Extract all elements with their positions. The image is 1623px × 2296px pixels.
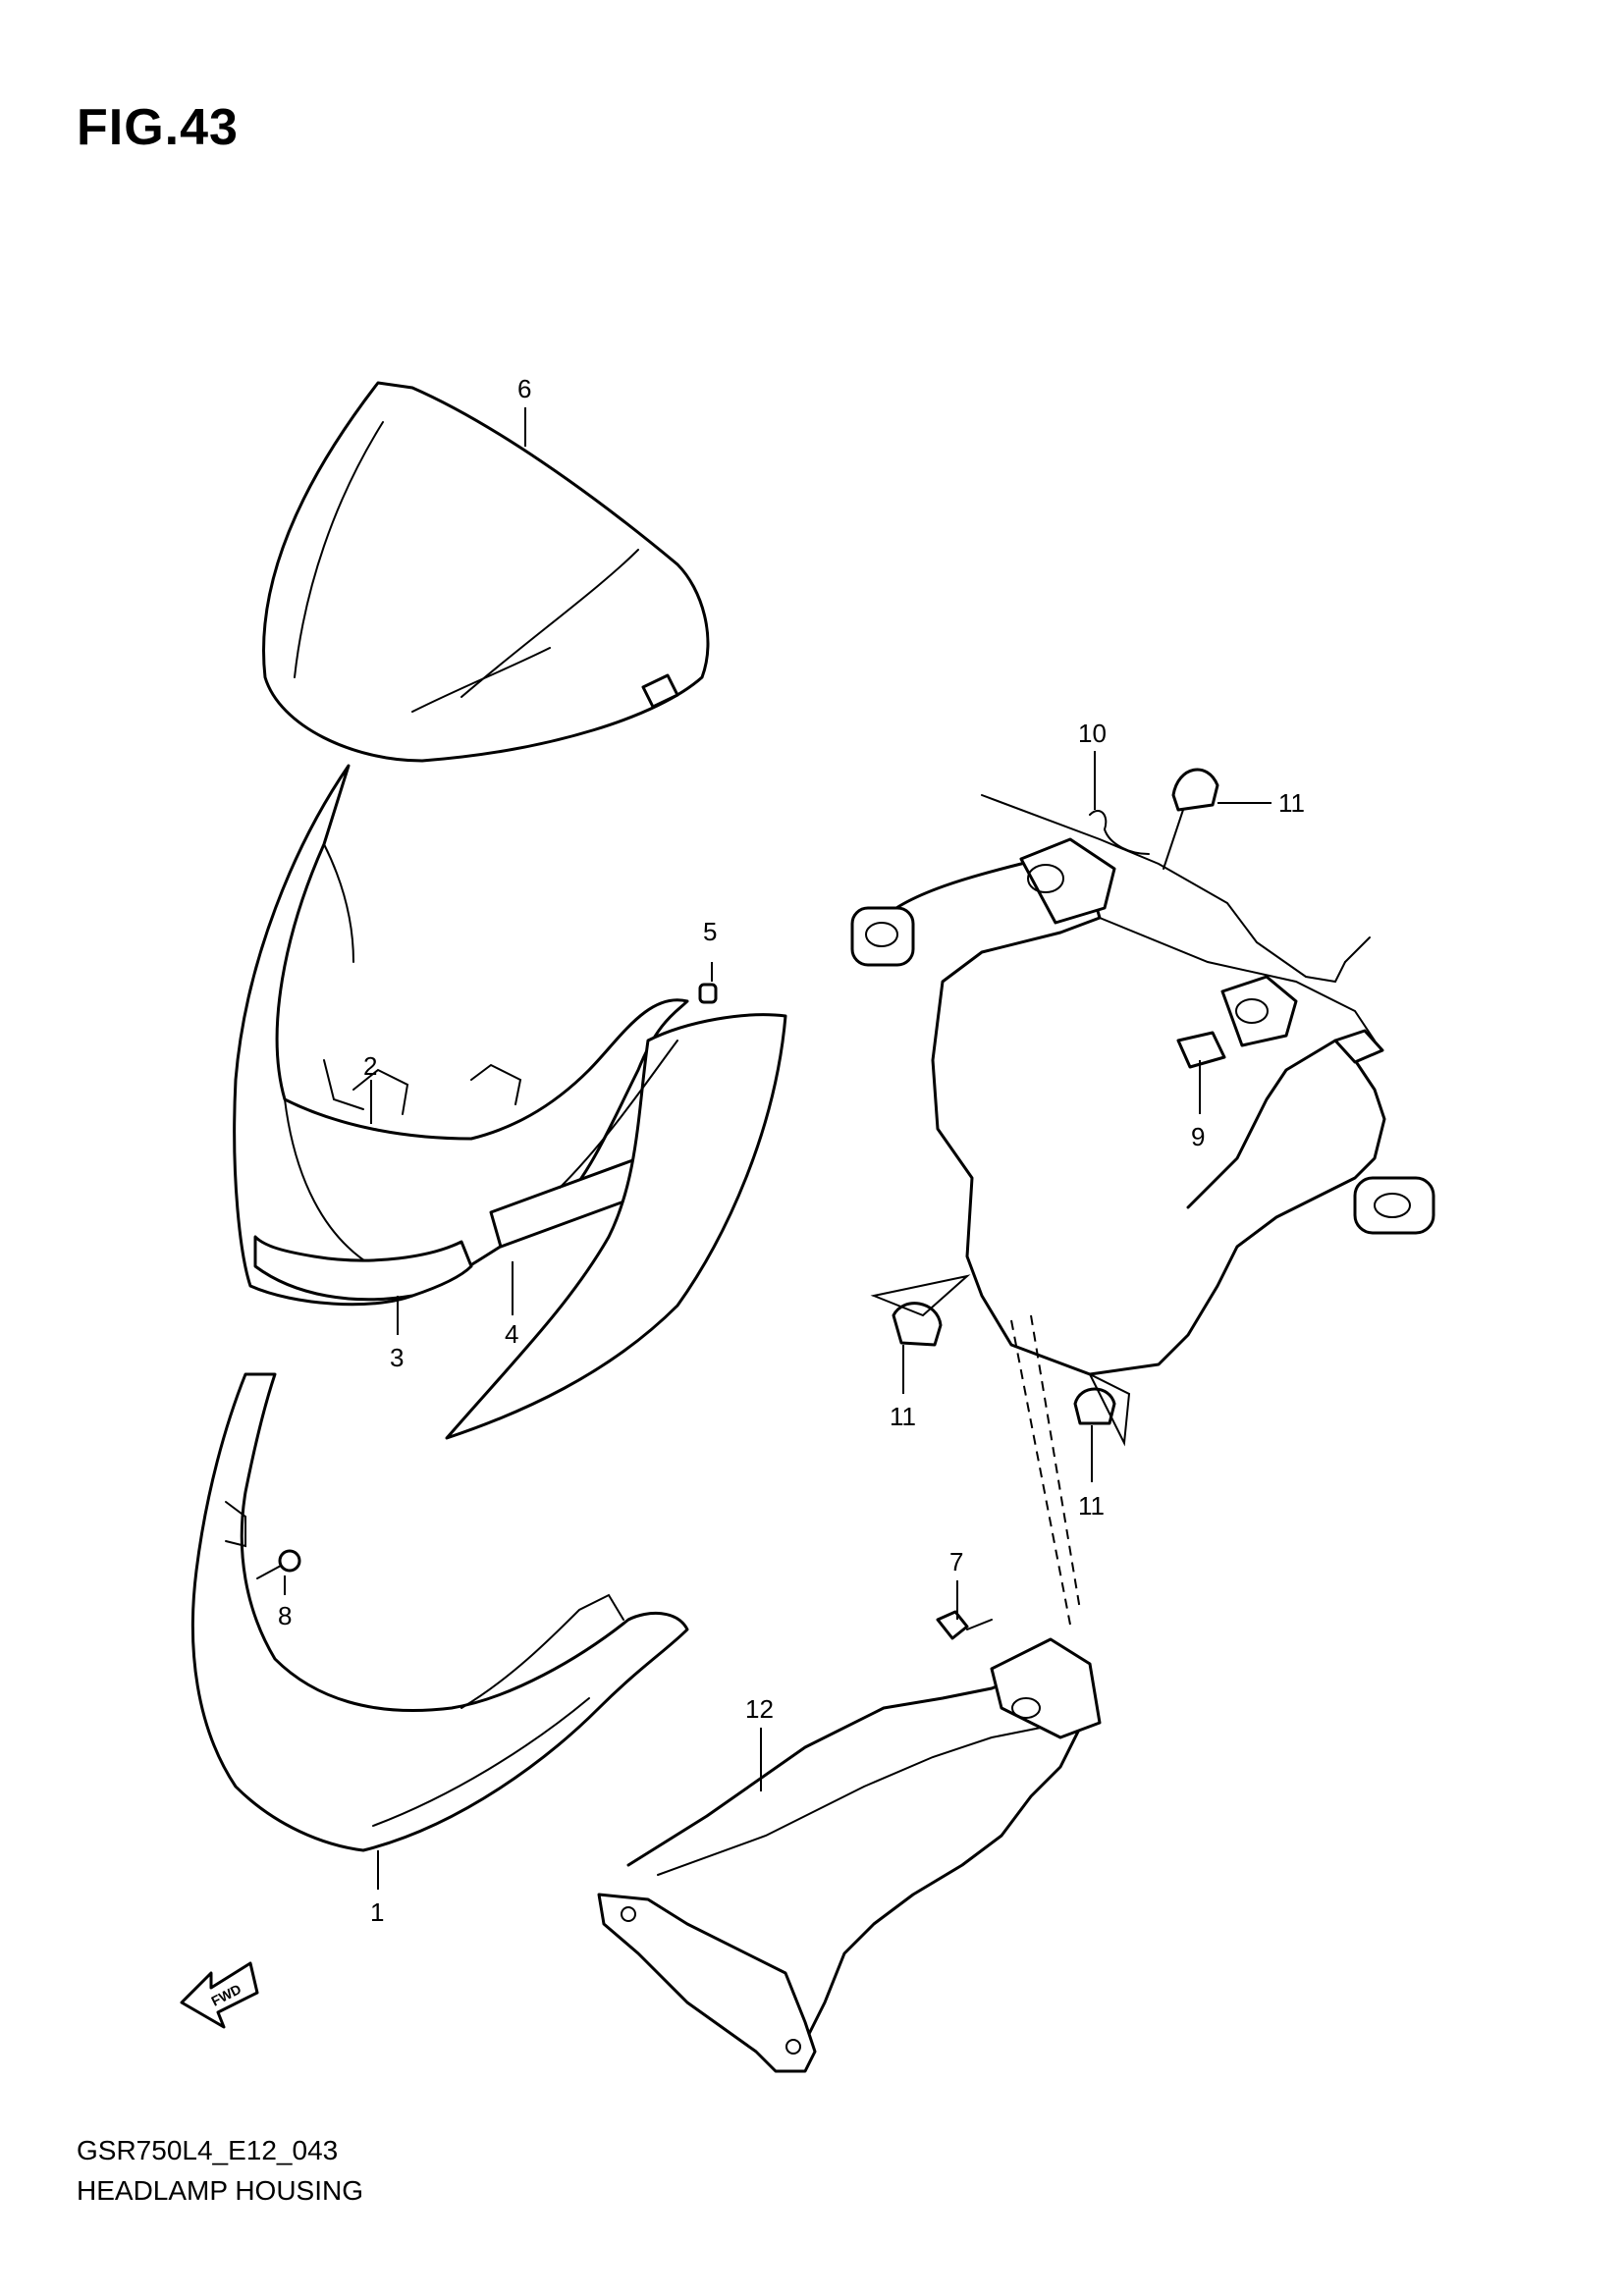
callout-11-top: 11 — [1278, 788, 1305, 818]
callout-12: 12 — [745, 1694, 774, 1724]
model-code: GSR750L4_E12_043 — [77, 2135, 339, 2165]
callout-10: 10 — [1078, 719, 1107, 748]
part-12-lower-bracket[interactable] — [597, 1637, 1102, 2073]
part-5-pin[interactable] — [698, 983, 718, 1004]
part-8-screw[interactable] — [256, 1549, 301, 1579]
callout-11-right: 11 — [1078, 1491, 1105, 1521]
part-7-bolt[interactable] — [936, 1610, 993, 1640]
callout-6: 6 — [517, 374, 531, 403]
part-9-grommet[interactable] — [1176, 1031, 1226, 1069]
part-11-clip-right[interactable] — [1073, 1371, 1131, 1447]
callout-3: 3 — [390, 1343, 404, 1372]
callout-11-left: 11 — [890, 1402, 916, 1431]
figure-title: FIG.43 — [77, 99, 239, 156]
callout-2: 2 — [363, 1051, 377, 1081]
callout-4: 4 — [505, 1319, 518, 1349]
part-6-windscreen[interactable] — [261, 381, 710, 763]
part-3-trim-strip[interactable] — [253, 1235, 473, 1302]
callout-7: 7 — [949, 1547, 963, 1576]
part-11-clip-top[interactable] — [1163, 768, 1219, 870]
headlamp-bracket-frame[interactable] — [850, 837, 1435, 1376]
part-10-wire-clip[interactable] — [981, 794, 1371, 984]
side-cowl-panel[interactable] — [445, 1013, 787, 1440]
part-2-housing[interactable] — [233, 764, 689, 1307]
assembly-guide-line — [1010, 1319, 1071, 1626]
callout-5: 5 — [703, 917, 717, 946]
figure-caption: HEADLAMP HOUSING — [77, 2175, 363, 2206]
callout-8: 8 — [278, 1601, 292, 1630]
part-1-lower-cowl[interactable] — [190, 1372, 689, 1852]
callout-9: 9 — [1191, 1122, 1205, 1151]
part-11-clip-left[interactable] — [870, 1274, 971, 1347]
callout-1: 1 — [370, 1897, 384, 1927]
fwd-arrow-icon: FWD — [180, 1961, 259, 2029]
